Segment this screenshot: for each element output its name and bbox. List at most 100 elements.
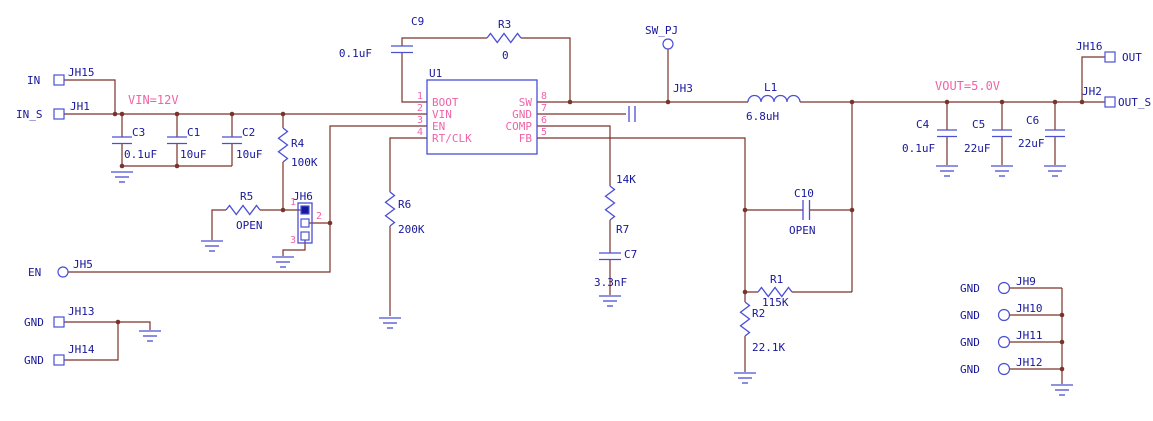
resistor-R3[interactable]: R3 0 xyxy=(486,18,522,62)
value: 0.1uF xyxy=(902,142,935,155)
refdes: R4 xyxy=(291,137,305,150)
capacitor-C5[interactable]: C5 22uF xyxy=(964,118,1012,155)
pin-name-rtclk: RT/CLK xyxy=(432,132,472,145)
connector-gnd-jh9[interactable]: GND JH9 xyxy=(960,275,1036,295)
net-label-vin: VIN=12V xyxy=(128,93,179,107)
value: 6.8uH xyxy=(746,110,779,123)
connector-gnd-pad[interactable] xyxy=(53,354,65,366)
capacitor-C10[interactable]: C10 OPEN xyxy=(789,187,816,237)
connector-gnd-refdes: JH12 xyxy=(1016,356,1043,369)
ground-r2 xyxy=(733,372,757,384)
connector-gnd-jh14[interactable]: GND JH14 xyxy=(24,343,95,367)
ic-body[interactable] xyxy=(426,79,538,155)
refdes: C10 xyxy=(794,187,814,200)
refdes: R6 xyxy=(398,198,411,211)
capacitor-C2[interactable]: C2 10uF xyxy=(222,114,263,166)
connector-gnd-label: GND xyxy=(960,336,980,349)
resistor-body xyxy=(486,32,522,44)
resistor-R6[interactable]: R6 200K xyxy=(384,191,425,236)
wire-rtclk-r6 xyxy=(389,137,427,316)
wire-gnd-left xyxy=(64,321,151,361)
junction-dot xyxy=(1059,366,1065,372)
refdes: C2 xyxy=(242,126,255,139)
capacitor-C3[interactable]: C3 0.1uF xyxy=(112,114,157,166)
ground-r5 xyxy=(200,240,224,252)
jumper-pin3-number: 3 xyxy=(290,235,296,246)
resistor-R2[interactable]: R2 22.1K xyxy=(739,301,786,354)
resistor-R4[interactable]: R4 100K xyxy=(277,127,318,169)
jumper-pin1-pad[interactable] xyxy=(300,205,310,215)
connector-out-s[interactable]: JH2 OUT_S xyxy=(1082,85,1151,109)
junction-dot xyxy=(944,99,950,105)
wire-r3-to-sw xyxy=(521,37,571,102)
capacitor-C4[interactable]: C4 0.1uF xyxy=(902,118,957,155)
pin-name-fb: FB xyxy=(519,132,533,145)
capacitor-C9[interactable]: C9 0.1uF xyxy=(339,15,424,60)
connector-en-pad[interactable] xyxy=(57,266,69,278)
ic-U1[interactable]: U1 BOOT VIN EN RT/CLK SW GND COMP FB 1 2… xyxy=(417,67,547,155)
junction-dot xyxy=(849,99,855,105)
connector-gnd-pad[interactable] xyxy=(997,281,1011,295)
connector-in-pad[interactable] xyxy=(53,74,65,86)
net-tie-symbol xyxy=(628,106,636,122)
resistor-R5[interactable]: R5 OPEN xyxy=(225,190,263,232)
connector-gnd-pad[interactable] xyxy=(997,362,1011,376)
pin-name-sw: SW xyxy=(519,96,533,109)
jumper-pin2-pad[interactable] xyxy=(300,218,310,228)
junction-dot xyxy=(115,319,121,325)
connector-en-label: EN xyxy=(28,266,41,279)
sw-probe-pad[interactable] xyxy=(662,38,674,50)
pin-name-boot: BOOT xyxy=(432,96,459,109)
value: 100K xyxy=(291,156,318,169)
connector-en[interactable]: EN JH5 xyxy=(28,258,93,279)
connector-in-s[interactable]: IN_S JH1 xyxy=(16,100,90,121)
refdes: R7 xyxy=(616,223,629,236)
connector-out-s-refdes: JH2 xyxy=(1082,85,1102,98)
connector-sw-probe[interactable]: SW_PJ JH3 xyxy=(645,24,693,95)
connector-gnd-jh10[interactable]: GND JH10 xyxy=(960,302,1043,322)
jumper-pin3-pad[interactable] xyxy=(300,231,310,241)
refdes: C1 xyxy=(187,126,200,139)
connector-in[interactable]: IN JH15 xyxy=(27,66,95,87)
net-label-vout: VOUT=5.0V xyxy=(935,79,1000,93)
refdes: C6 xyxy=(1026,114,1039,127)
connector-out-s-label: OUT_S xyxy=(1118,96,1151,109)
jumper-pin1-number: 1 xyxy=(290,197,296,208)
capacitor-C6[interactable]: C6 22uF xyxy=(1018,114,1065,150)
connector-gnd-jh11[interactable]: GND JH11 xyxy=(960,329,1043,349)
connector-in-s-pad[interactable] xyxy=(53,108,65,120)
connector-out[interactable]: JH16 OUT xyxy=(1076,40,1142,64)
connector-out-s-pad[interactable] xyxy=(1104,96,1116,108)
connector-in-s-refdes: JH1 xyxy=(70,100,90,113)
connector-out-pad[interactable] xyxy=(1104,51,1116,63)
connector-gnd-label: GND xyxy=(24,354,44,367)
pin-number-4: 4 xyxy=(417,127,423,138)
connector-gnd-pad[interactable] xyxy=(997,308,1011,322)
value: OPEN xyxy=(236,219,263,232)
jumper-outline xyxy=(297,202,313,244)
connector-in-label: IN xyxy=(27,74,40,87)
capacitor-C7[interactable]: C7 3.3nF xyxy=(594,248,637,289)
inductor-L1[interactable]: L1 6.8uH xyxy=(746,81,801,123)
junction-dot xyxy=(849,207,855,213)
connector-gnd-label: GND xyxy=(960,309,980,322)
value: 0 xyxy=(502,49,509,62)
jumper-JH6[interactable]: JH6 1 2 3 xyxy=(290,190,322,246)
junction-dot xyxy=(112,111,118,117)
junction-dot xyxy=(119,111,125,117)
junction-dots xyxy=(112,99,1085,372)
ground-input-caps xyxy=(110,171,134,183)
connector-out-label: OUT xyxy=(1122,51,1142,64)
connector-gnd-pad[interactable] xyxy=(997,335,1011,349)
junction-dot xyxy=(1079,99,1085,105)
capacitor-C1[interactable]: C1 10uF xyxy=(167,114,207,166)
resistor-R1[interactable]: R1 115K xyxy=(757,273,793,309)
junction-dot xyxy=(1059,339,1065,345)
connector-gnd-pad[interactable] xyxy=(53,316,65,328)
refdes: JH6 xyxy=(293,190,313,203)
resistor-R7[interactable]: 14K R7 xyxy=(604,173,637,236)
junction-dot xyxy=(119,163,125,169)
connector-gnd-jh13[interactable]: GND JH13 xyxy=(24,305,95,329)
connector-gnd-jh12[interactable]: GND JH12 xyxy=(960,356,1043,376)
